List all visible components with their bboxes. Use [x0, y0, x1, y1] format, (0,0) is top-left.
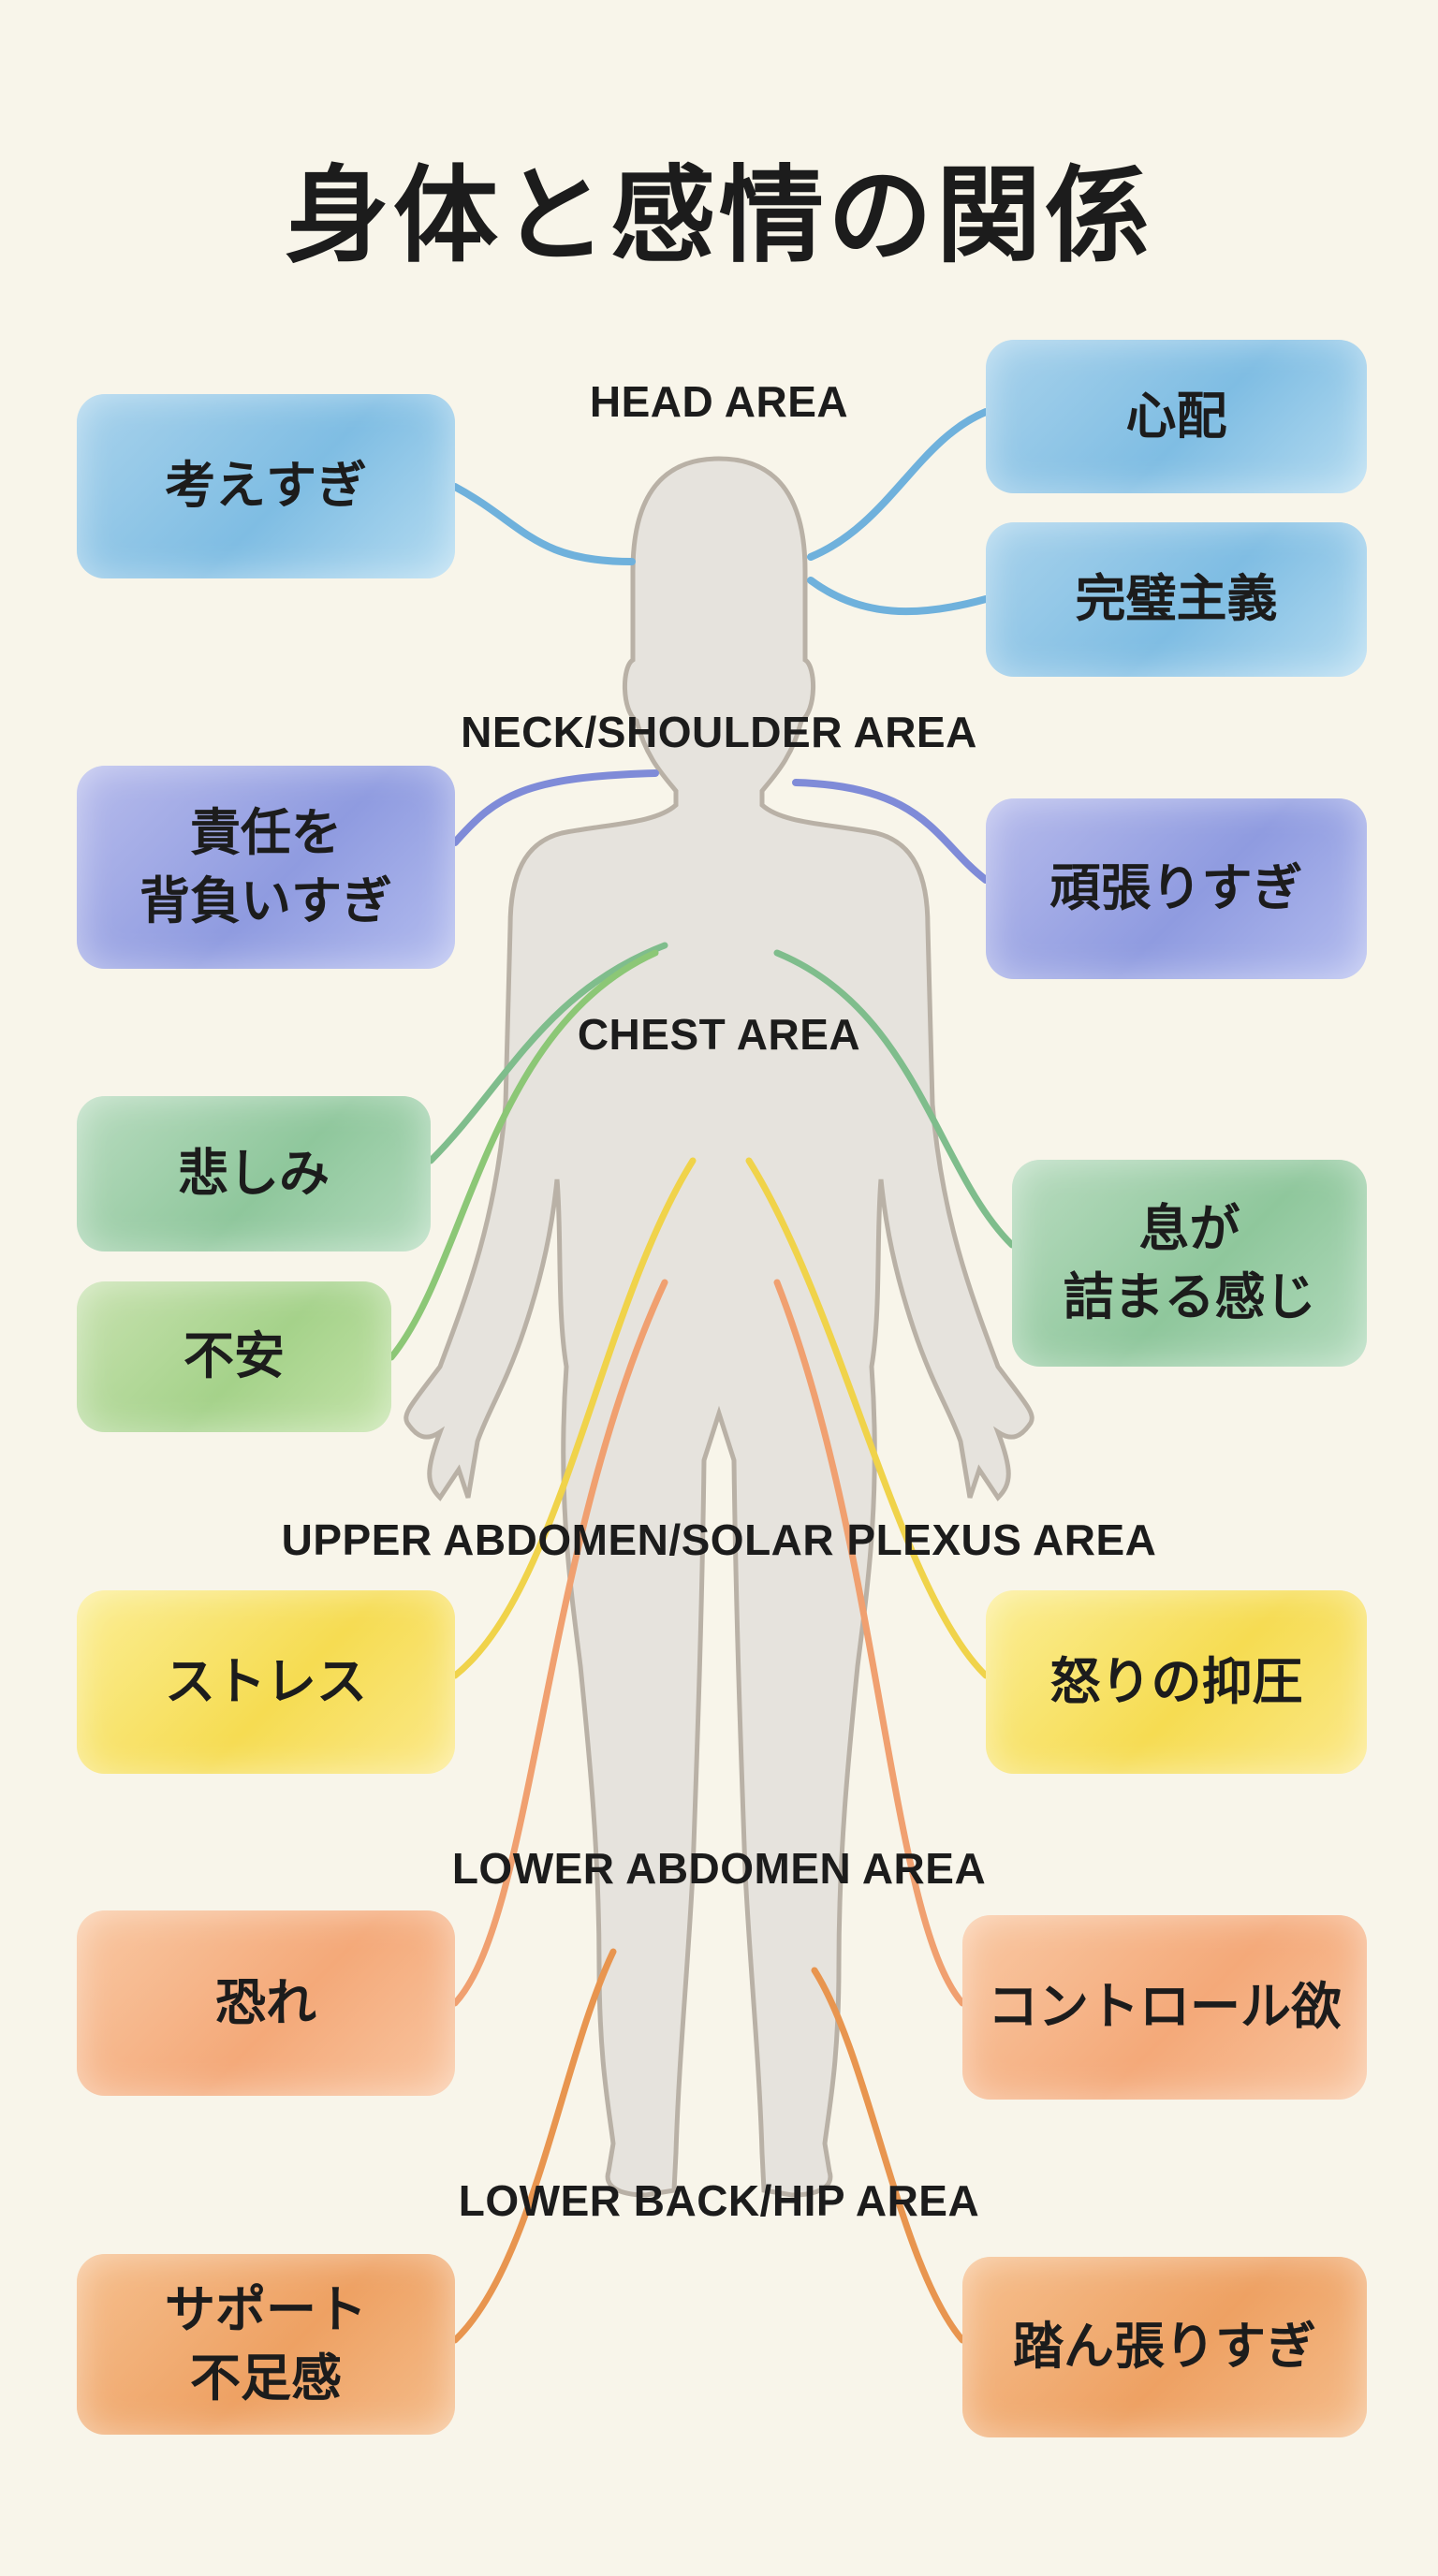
- connector-overthinking: [451, 483, 636, 565]
- emotion-holding-on: 踏ん張りすぎ: [962, 2257, 1367, 2437]
- connector-stress: [451, 1157, 697, 1679]
- page-title: 身体と感情の関係: [285, 155, 1153, 277]
- emotion-perfectionism: 完璧主義: [986, 522, 1367, 677]
- connector-suffocating: [773, 949, 1016, 1249]
- connector-control: [773, 1279, 966, 2007]
- emotion-suppressed-anger: 怒りの抑圧: [986, 1590, 1367, 1774]
- connector-holding: [811, 1967, 966, 2344]
- emotion-stress: ストレス: [77, 1590, 455, 1774]
- emotion-sadness: 悲しみ: [77, 1096, 431, 1251]
- label-lower-back-area: LOWER BACK/HIP AREA: [458, 2176, 980, 2225]
- label-lower-abdomen-area: LOWER ABDOMEN AREA: [451, 1844, 987, 1893]
- emotion-control: コントロール欲: [962, 1915, 1367, 2100]
- connector-anger: [745, 1157, 990, 1679]
- connector-support: [451, 1948, 617, 2344]
- emotion-fear: 恐れ: [77, 1910, 455, 2096]
- label-head-area: HEAD AREA: [589, 377, 849, 426]
- label-upper-abdomen-area: UPPER ABDOMEN/SOLAR PLEXUS AREA: [281, 1515, 1157, 1564]
- label-chest-area: CHEST AREA: [577, 1010, 861, 1059]
- emotion-suffocating: 息が 詰まる感じ: [1012, 1160, 1367, 1367]
- connector-fear: [451, 1279, 668, 2007]
- emotion-overthinking: 考えすぎ: [77, 394, 455, 578]
- emotion-lack-of-support: サポート 不足感: [77, 2254, 455, 2435]
- connector-anxiety: [388, 949, 659, 1361]
- connector-sadness: [427, 942, 668, 1164]
- connector-responsibility: [451, 769, 659, 846]
- label-neck-area: NECK/SHOULDER AREA: [461, 708, 977, 756]
- connector-worry: [807, 408, 990, 561]
- emotion-anxiety: 不安: [77, 1281, 391, 1432]
- emotion-trying-too-hard: 頑張りすぎ: [986, 798, 1367, 979]
- body-silhouette: [404, 456, 1034, 2198]
- emotion-worry: 心配: [986, 340, 1367, 493]
- connector-trying: [792, 779, 990, 884]
- emotion-responsibility: 責任を 背負いすぎ: [77, 766, 455, 969]
- connector-perfectionism: [807, 577, 990, 616]
